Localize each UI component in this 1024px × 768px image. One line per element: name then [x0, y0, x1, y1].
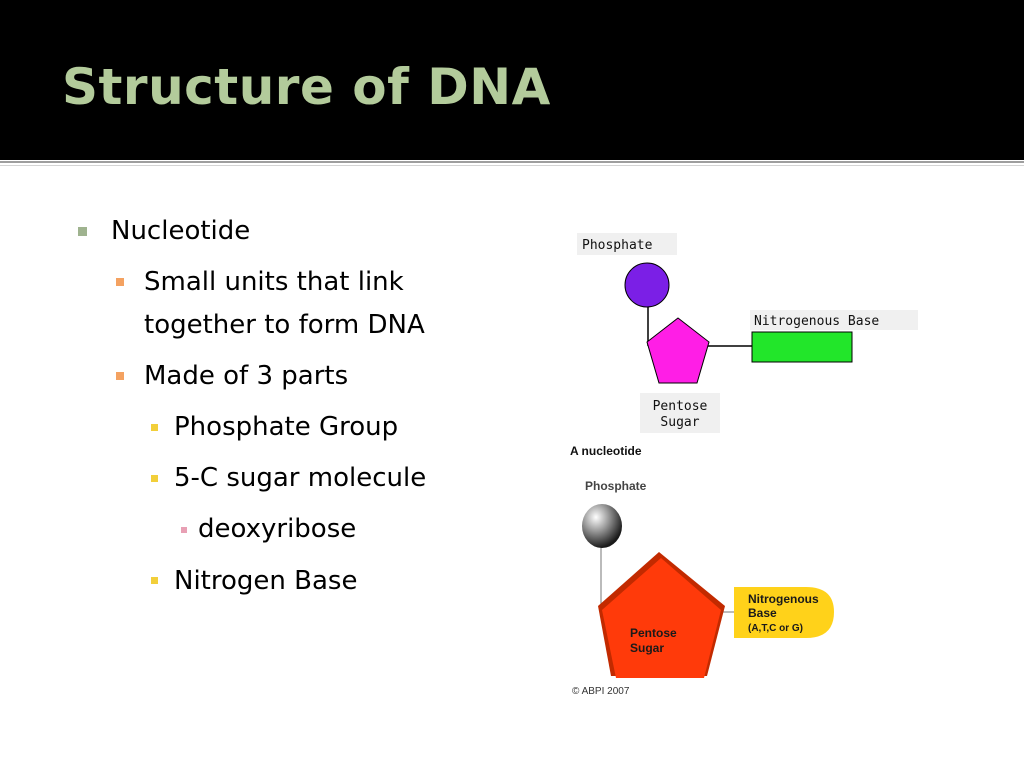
nitrogenous-base-rect	[751, 331, 853, 363]
nitrogenous-base-shape	[734, 587, 834, 638]
bullet-nitrogen-base: Nitrogen Base	[174, 566, 358, 596]
phosphate-label: Phosphate	[582, 238, 653, 253]
base-label-line3: (A,T,C or G)	[748, 623, 803, 634]
title-bar: Structure of DNA	[0, 0, 1024, 160]
header-divider	[0, 161, 1024, 163]
bullet-marker-level3	[151, 577, 158, 584]
base-label: Nitrogenous Base	[754, 314, 879, 329]
sugar-label-line1: Pentose	[630, 626, 677, 640]
bullet-phosphate-group: Phosphate Group	[174, 412, 399, 442]
bullet-marker-level1	[78, 227, 87, 236]
nucleotide-diagram-abpi: A nucleotide Phosphate Nitrogenous Base …	[570, 444, 834, 697]
header-divider-thin	[0, 165, 1024, 166]
bullet-sugar-molecule: 5-C sugar molecule	[174, 463, 427, 493]
bullet-nucleotide: Nucleotide	[111, 216, 251, 246]
bullet-deoxyribose: deoxyribose	[198, 514, 357, 544]
bullet-marker-level3	[151, 424, 158, 431]
diagram-caption: A nucleotide	[570, 444, 642, 458]
bullet-marker-level2	[116, 278, 124, 286]
copyright-text: © ABPI 2007	[572, 686, 630, 697]
bullet-small-units-line1: Small units that link	[144, 267, 404, 297]
phosphate-circle	[624, 262, 670, 308]
bullet-marker-level3	[151, 475, 158, 482]
sugar-label-bg	[640, 393, 720, 433]
nucleotide-diagram-simple: Phosphate Nitrogenous Base Pentose Sugar	[577, 233, 918, 433]
pentose-sugar-pentagon	[646, 317, 710, 384]
sugar-label-line2: Sugar	[660, 415, 699, 430]
bullet-marker-level2	[116, 372, 124, 380]
pentose-sugar-pentagon	[602, 558, 721, 678]
base-label-line1: Nitrogenous	[748, 592, 819, 606]
base-label-line2: Base	[748, 606, 777, 620]
bullet-made-of: Made of 3 parts	[144, 361, 349, 391]
bullet-marker-level4	[181, 527, 187, 533]
sugar-label-line1: Pentose	[653, 399, 708, 414]
base-label-bg	[750, 310, 918, 330]
phosphate-label: Phosphate	[585, 479, 647, 493]
phosphate-ball	[582, 504, 622, 548]
sugar-label-line2: Sugar	[630, 641, 664, 655]
bullet-small-units-line2: together to form DNA	[144, 310, 425, 340]
slide-title: Structure of DNA	[62, 58, 551, 116]
phosphate-label-bg	[577, 233, 677, 255]
